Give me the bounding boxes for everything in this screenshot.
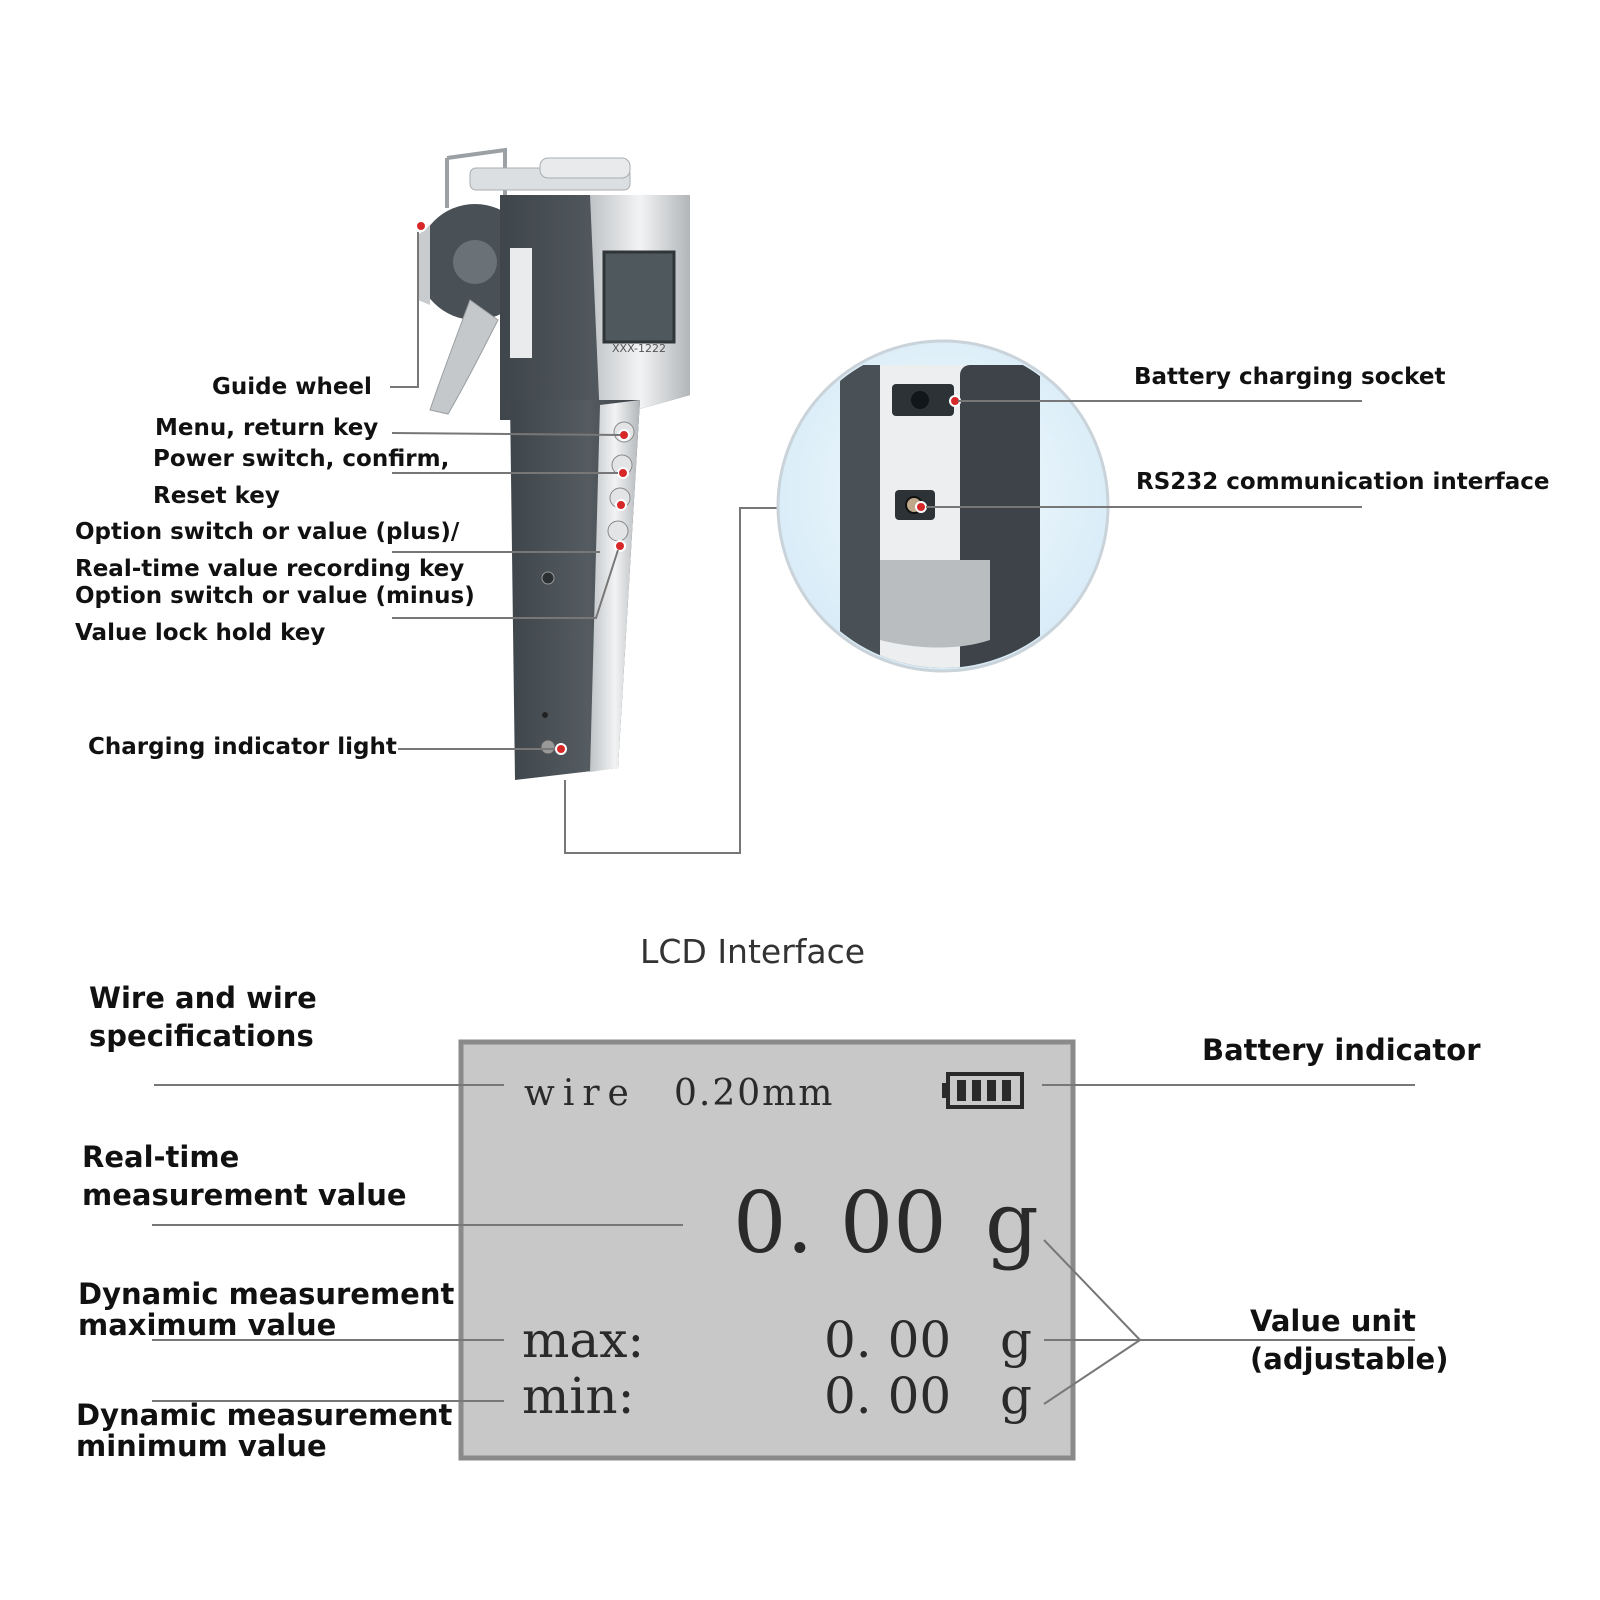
battery-bar <box>1002 1080 1011 1101</box>
lcd-wire-label: wire <box>524 1073 637 1114</box>
connector-detail-view <box>776 339 1110 673</box>
lcd-wire-value: 0.20mm <box>674 1073 834 1114</box>
label-guide-wheel: Guide wheel <box>212 374 372 400</box>
battery-bar <box>987 1080 996 1101</box>
device-key <box>607 520 629 542</box>
label-min-line1: Dynamic measurement <box>76 1398 453 1432</box>
lcd-leader-lines <box>152 1084 1415 1405</box>
label-max-line1: Dynamic measurement <box>78 1277 455 1311</box>
label-charging-light: Charging indicator light <box>88 734 397 760</box>
lcd-section-title: LCD Interface <box>640 932 865 971</box>
device-side-sticker <box>510 248 532 358</box>
detail-leader-lines <box>926 400 1362 508</box>
lcd-main-unit: g <box>985 1174 1039 1272</box>
label-value-unit-line1: Value unit <box>1250 1304 1416 1338</box>
label-realtime-line1: Real-time <box>82 1140 239 1174</box>
lcd-max-label: max: <box>522 1311 644 1369</box>
lcd-min-value: 0. 00 <box>824 1367 951 1425</box>
svg-text:XXX-1222: XXX-1222 <box>612 342 666 355</box>
label-value-lock: Value lock hold key <box>75 620 325 646</box>
label-option-minus: Option switch or value (minus) <box>75 583 475 609</box>
label-min-line2: minimum value <box>76 1429 327 1463</box>
lcd-min-label: min: <box>522 1367 634 1425</box>
label-battery-charging-socket: Battery charging socket <box>1134 364 1445 390</box>
label-value-unit-line2: (adjustable) <box>1250 1342 1448 1376</box>
label-max-line2: maximum value <box>78 1308 336 1342</box>
label-realtime-record: Real-time value recording key <box>75 556 464 582</box>
lcd-max-unit: g <box>1000 1311 1032 1369</box>
label-power-confirm: Power switch, confirm, <box>153 446 449 472</box>
label-menu-return-key: Menu, return key <box>155 415 378 441</box>
lcd-main-value: 0. 00 <box>733 1174 947 1272</box>
label-battery-indicator: Battery indicator <box>1202 1033 1481 1067</box>
battery-bar <box>972 1080 981 1101</box>
lcd-max-value: 0. 00 <box>824 1311 951 1369</box>
lcd-min-unit: g <box>1000 1367 1032 1425</box>
device-labels: Guide wheel Menu, return key Power switc… <box>75 374 475 760</box>
label-wire-spec-line2: specifications <box>89 1019 314 1053</box>
battery-icon <box>942 1072 1024 1109</box>
tension-meter-device: XXX-1222 <box>415 147 690 780</box>
device-leader-lines <box>390 232 778 854</box>
label-rs232-interface: RS232 communication interface <box>1136 469 1549 495</box>
battery-bar <box>957 1080 966 1101</box>
label-wire-spec-line1: Wire and wire <box>89 981 317 1015</box>
lcd-labels: Wire and wire specifications Real-time m… <box>76 981 1481 1463</box>
label-realtime-line2: measurement value <box>82 1178 407 1212</box>
lcd-screen: wire 0.20mm 0. 00 g max: 0. 00 g min: 0.… <box>458 1039 1076 1461</box>
label-reset-key: Reset key <box>153 483 280 509</box>
label-option-plus: Option switch or value (plus)/ <box>75 519 460 545</box>
